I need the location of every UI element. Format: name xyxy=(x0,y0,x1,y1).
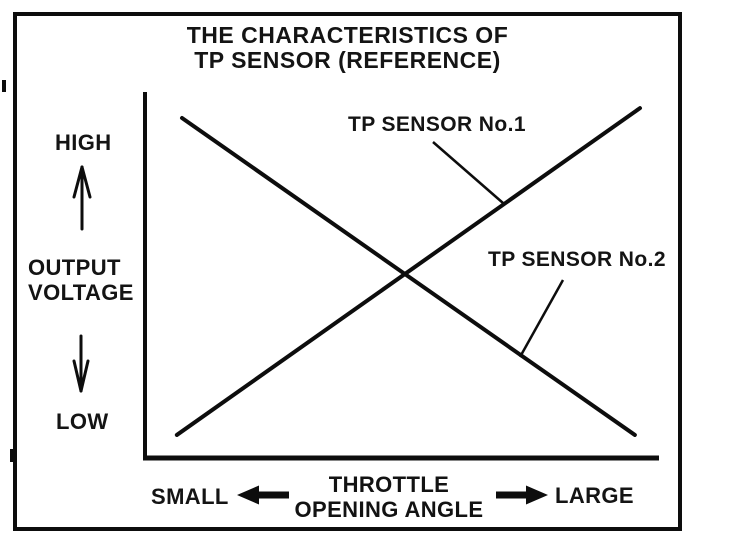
x-axis-large-label: LARGE xyxy=(555,483,634,508)
y-axis-name-line1: OUTPUT xyxy=(28,255,121,280)
series2-leader-line xyxy=(518,279,565,358)
series-line-1 xyxy=(174,106,642,437)
y-axis-low-label: LOW xyxy=(56,409,109,434)
down-arrow-icon xyxy=(72,334,90,393)
right-arrow-icon xyxy=(496,485,548,505)
series2-annotation-label: TP SENSOR No.2 xyxy=(488,248,666,271)
up-arrow-icon xyxy=(72,165,92,231)
scan-artifact xyxy=(2,80,6,92)
left-arrow-icon xyxy=(237,485,289,505)
series1-annotation-label: TP SENSOR No.1 xyxy=(348,113,526,136)
series1-leader-line xyxy=(432,141,504,204)
x-axis-name: THROTTLE OPENING ANGLE xyxy=(289,472,489,522)
x-axis-name-line1: THROTTLE xyxy=(328,472,450,497)
y-axis-name: OUTPUT VOLTAGE xyxy=(28,255,134,305)
x-axis-name-line2: OPENING ANGLE xyxy=(294,497,484,522)
figure-title-line2: TP SENSOR (REFERENCE) xyxy=(194,47,501,73)
y-axis-name-line2: VOLTAGE xyxy=(28,280,134,305)
figure-border xyxy=(13,12,682,531)
x-axis-small-label: SMALL xyxy=(151,484,229,509)
figure-title: THE CHARACTERISTICS OF TP SENSOR (REFERE… xyxy=(13,23,682,73)
figure-title-line1: THE CHARACTERISTICS OF xyxy=(186,22,509,48)
scan-artifact xyxy=(10,449,16,462)
series-line-2 xyxy=(180,115,637,437)
y-axis-high-label: HIGH xyxy=(55,130,112,155)
